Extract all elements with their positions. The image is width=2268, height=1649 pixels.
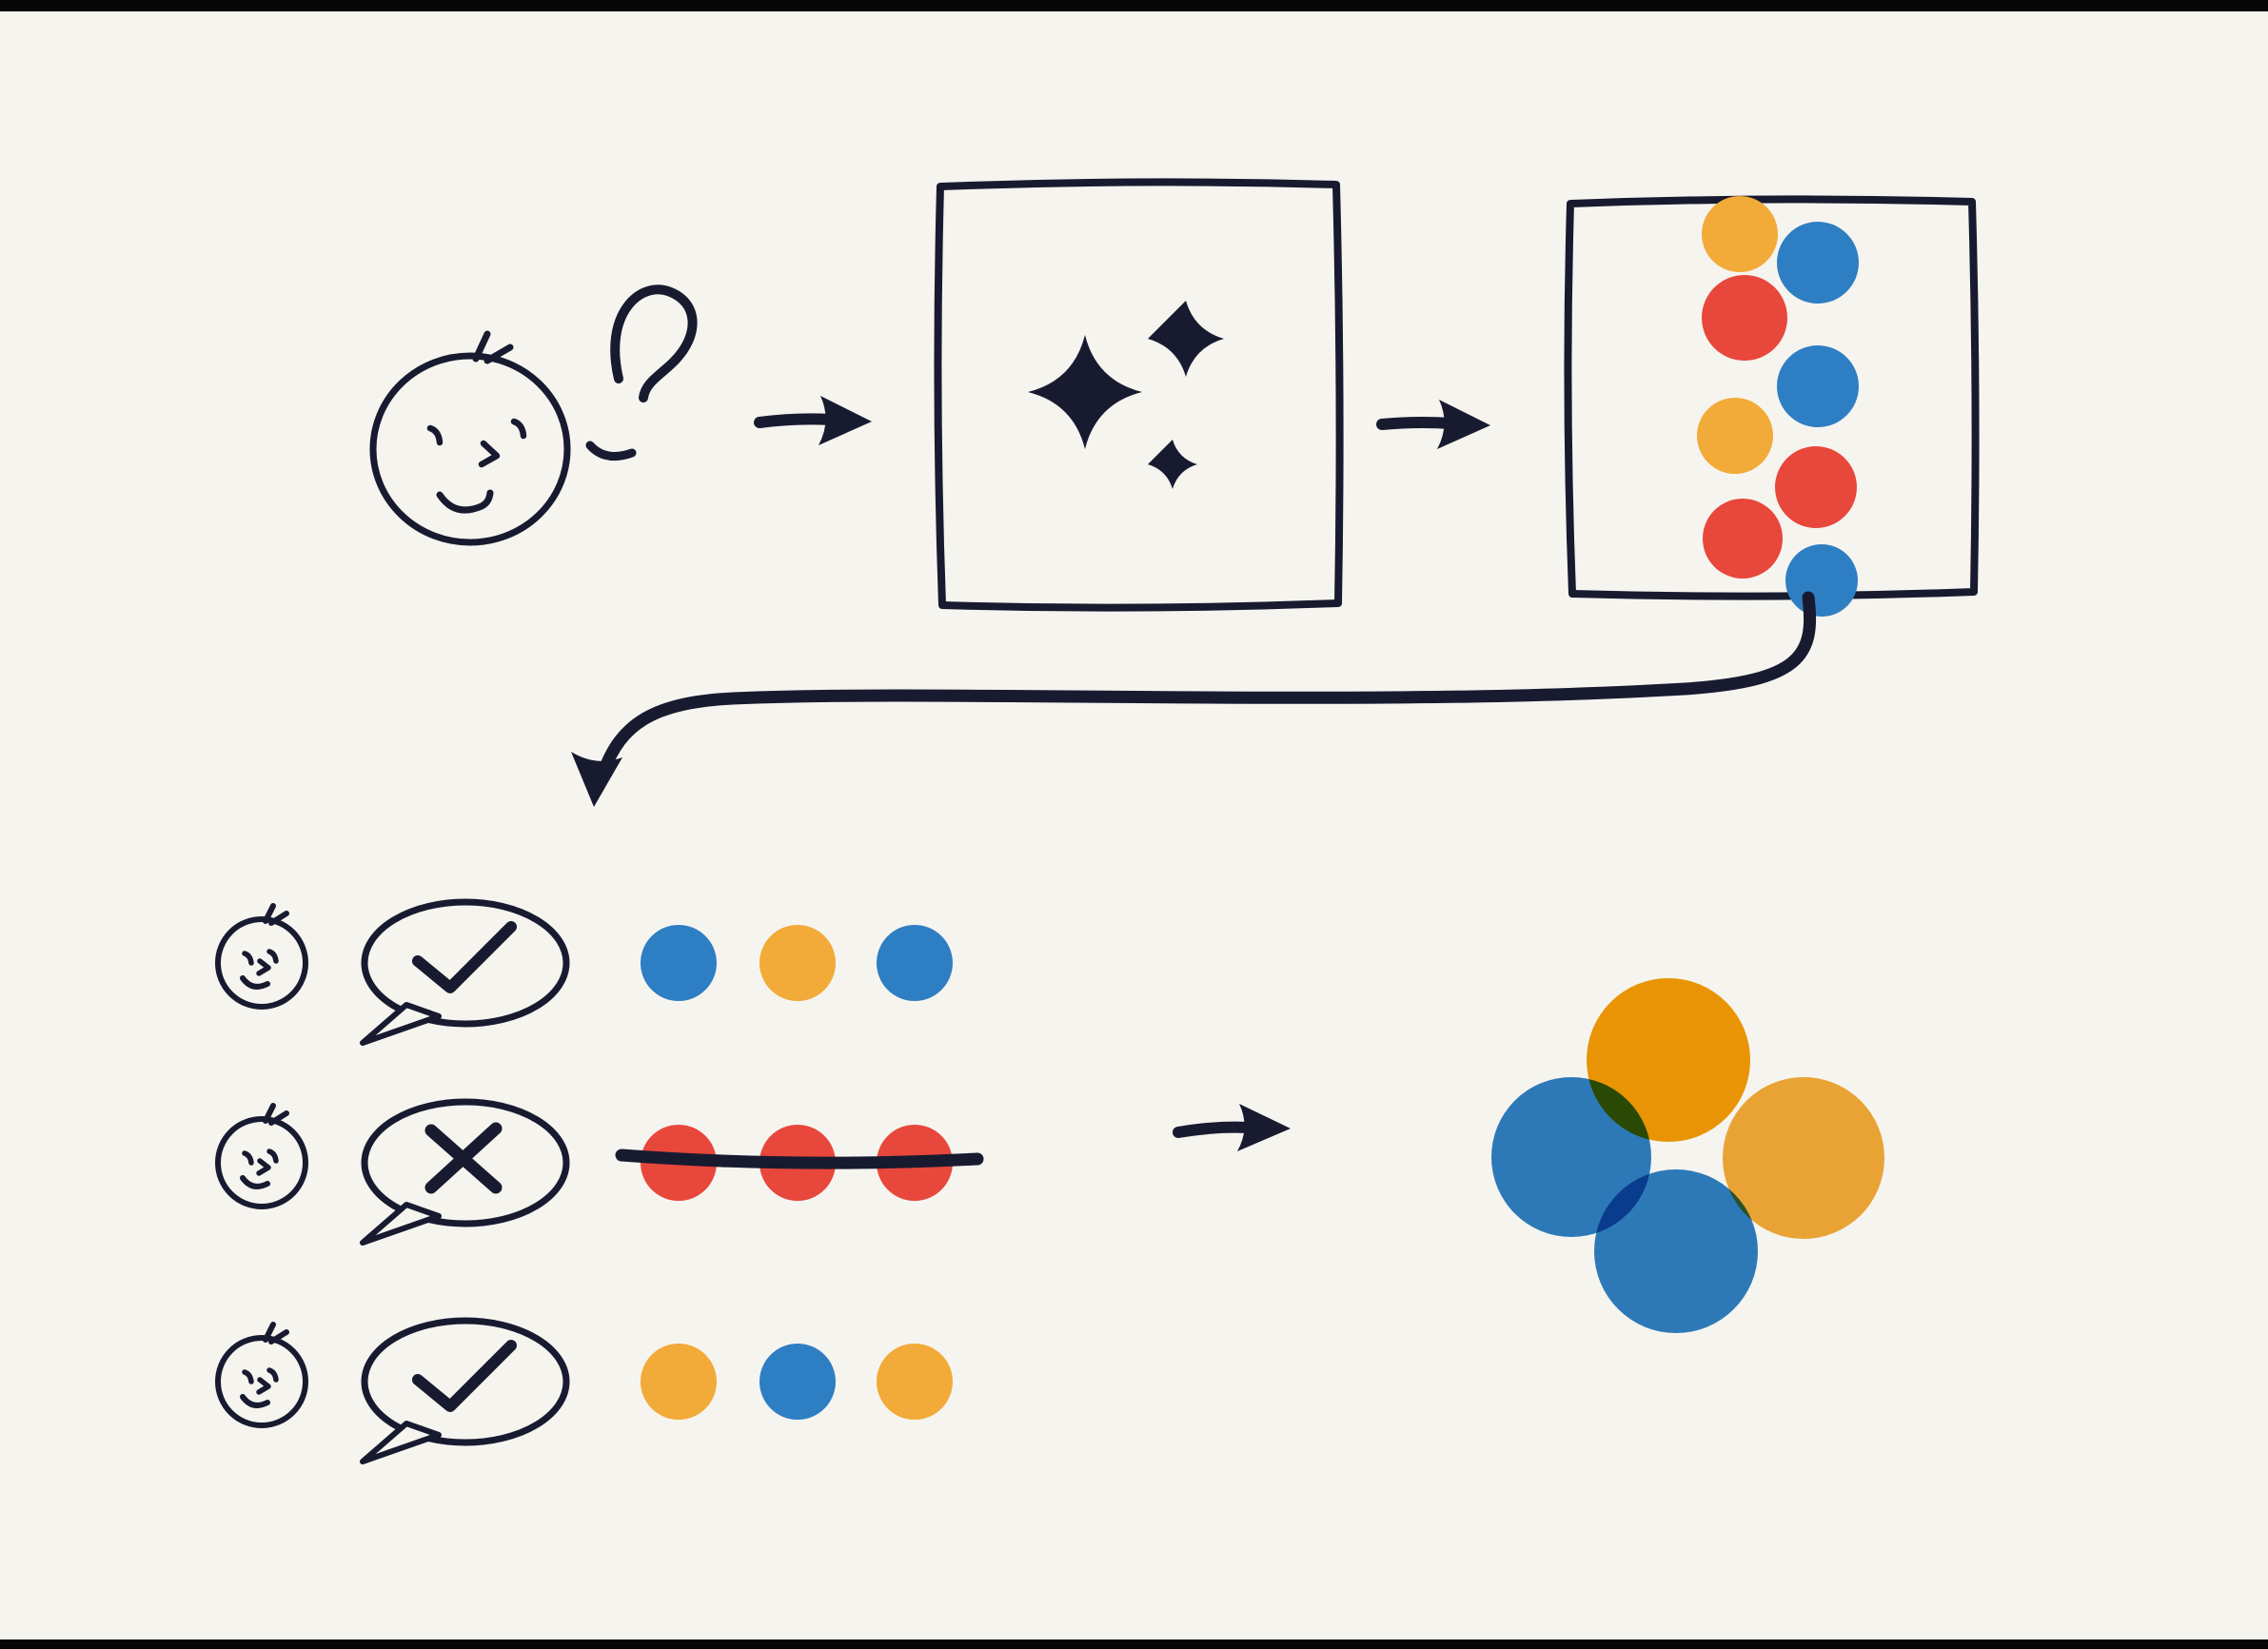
nose <box>478 440 501 468</box>
arrowhead <box>1437 400 1490 449</box>
output-dot-yellow <box>1697 398 1773 474</box>
output-dot-blue <box>1777 222 1859 304</box>
feedback-row <box>218 902 953 1043</box>
arrowhead <box>1237 1104 1291 1151</box>
top-letterbox-bar <box>0 0 2268 11</box>
user-face-outline <box>369 352 571 546</box>
arrow-user-to-model <box>754 396 872 445</box>
bottom-letterbox-bar <box>0 1639 2268 1649</box>
hair-tuft-stroke <box>472 330 491 363</box>
cluster-circle-yellow <box>1723 1077 1884 1239</box>
output-dot-red <box>1775 446 1857 528</box>
strikethrough-line <box>615 1148 984 1169</box>
feedback-row <box>218 1102 984 1243</box>
output-box-frame <box>1564 195 1980 600</box>
output-dots-group <box>1697 196 1859 617</box>
arrow-output-to-feedback <box>571 591 1817 807</box>
output-dot-blue <box>1777 345 1859 427</box>
rating-dot-blue <box>641 925 717 1001</box>
output-dot-red <box>1703 499 1783 579</box>
rater-face <box>218 1106 306 1207</box>
rating-dot-blue <box>877 925 953 1001</box>
left-eye <box>426 424 444 446</box>
mouth <box>436 489 494 514</box>
question-mark-curl <box>585 441 637 461</box>
output-dot-blue <box>1785 544 1858 617</box>
rating-dot-yellow <box>759 925 836 1001</box>
rating-dot-yellow <box>641 1344 717 1420</box>
arrow-feedback-to-result <box>1173 1104 1291 1151</box>
rating-dot-blue <box>759 1344 836 1420</box>
cluster-circle-blue <box>1491 1077 1651 1237</box>
hair-tuft-stroke <box>483 344 514 364</box>
cluster-circle-blue <box>1594 1169 1758 1333</box>
right-eye <box>510 418 527 440</box>
sparkles-icon <box>1028 301 1224 489</box>
model-box-frame <box>934 178 1344 612</box>
arrow-model-to-output <box>1376 400 1490 449</box>
output-box <box>1564 195 1980 617</box>
model-box <box>934 178 1344 612</box>
user-question-figure <box>369 285 698 546</box>
output-dot-yellow <box>1702 196 1778 272</box>
rater-face <box>218 906 306 1007</box>
feedback-rows-group <box>218 902 984 1462</box>
arrowhead <box>818 396 872 445</box>
rating-dot-yellow <box>877 1344 953 1420</box>
result-cluster-group <box>1491 978 1884 1333</box>
feedback-row <box>218 1321 953 1462</box>
output-dot-red <box>1702 275 1787 361</box>
arrowhead <box>571 752 622 807</box>
speech-bubble <box>363 1102 566 1243</box>
question-mark-icon <box>610 285 698 402</box>
rater-face <box>218 1325 306 1425</box>
